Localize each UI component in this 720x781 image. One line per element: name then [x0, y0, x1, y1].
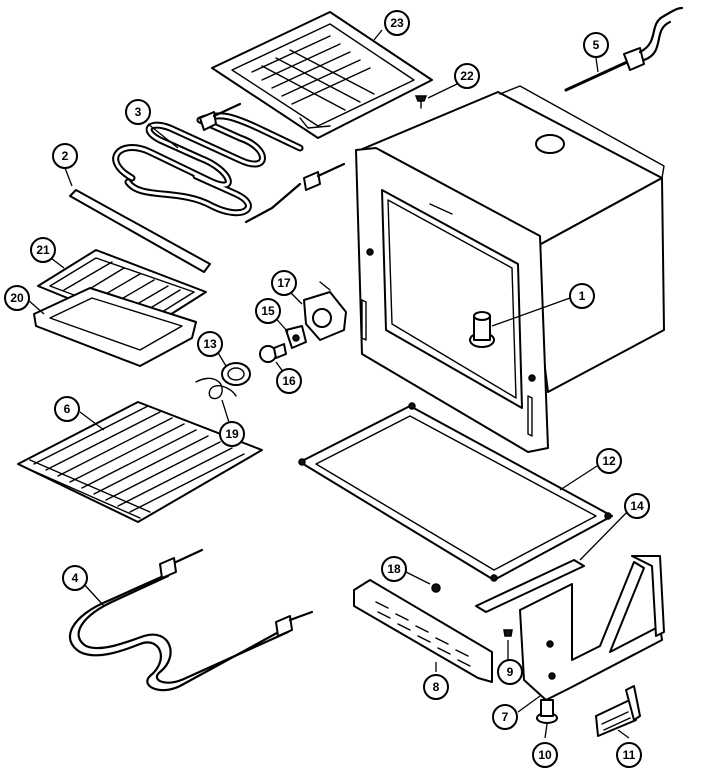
rail-14: [475, 559, 585, 613]
bake-element-4: [69, 548, 314, 692]
callout-10: 10: [532, 742, 558, 768]
callout-18: 18: [381, 556, 407, 582]
callout-label: 6: [64, 402, 71, 416]
callout-15: 15: [255, 298, 281, 324]
callout-1: 1: [569, 283, 595, 309]
callout-11: 11: [616, 742, 642, 768]
screw-18: [431, 583, 441, 593]
callout-13: 13: [197, 331, 223, 357]
callout-21: 21: [30, 237, 56, 263]
leader-lines: [27, 29, 632, 739]
anti-tip-bracket-11: [595, 685, 641, 737]
callout-label: 12: [602, 454, 616, 468]
callout-label: 22: [460, 69, 474, 83]
callout-label: 2: [62, 149, 69, 163]
callout-label: 16: [282, 374, 296, 388]
callout-16: 16: [276, 368, 302, 394]
oven-sensor-5: [564, 6, 684, 92]
wire-clip-19: [195, 377, 237, 400]
callout-label: 9: [507, 665, 514, 679]
callout-4: 4: [62, 565, 88, 591]
callout-3: 3: [125, 99, 151, 125]
broil-element-3: [112, 102, 346, 224]
light-bulb-16: [259, 343, 287, 363]
callout-14: 14: [624, 493, 650, 519]
callout-label: 5: [593, 38, 600, 52]
broil-pan-20: [33, 287, 197, 367]
callout-8: 8: [423, 674, 449, 700]
callout-12: 12: [596, 448, 622, 474]
light-socket-15: [285, 325, 307, 349]
callout-label: 4: [72, 571, 79, 585]
callout-20: 20: [4, 285, 30, 311]
callout-7: 7: [492, 704, 518, 730]
callout-label: 1: [579, 289, 586, 303]
callout-label: 15: [261, 304, 275, 318]
callout-22: 22: [454, 63, 480, 89]
bracket-2: [69, 189, 211, 273]
baffle-plate-23: [211, 11, 433, 139]
callout-label: 10: [538, 748, 552, 762]
callout-6: 6: [54, 396, 80, 422]
leveling-leg-10: [536, 699, 558, 724]
oven-cavity-1: [355, 85, 665, 453]
bottom-pan-12: [298, 402, 613, 582]
callout-label: 13: [203, 337, 217, 351]
callout-17: 17: [271, 270, 297, 296]
callout-label: 3: [135, 105, 142, 119]
callout-5: 5: [583, 32, 609, 58]
light-lens-13: [221, 362, 251, 386]
callout-23: 23: [384, 10, 410, 36]
callout-19: 19: [219, 421, 245, 447]
oven-rack-6: [17, 401, 263, 523]
callout-label: 21: [36, 243, 50, 257]
callout-label: 23: [390, 16, 404, 30]
callout-label: 14: [630, 499, 644, 513]
callout-label: 18: [387, 562, 401, 576]
callout-label: 11: [623, 748, 636, 762]
callout-label: 17: [277, 276, 291, 290]
callout-9: 9: [497, 659, 523, 685]
screw-9: [503, 629, 513, 637]
callout-2: 2: [52, 143, 78, 169]
callout-label: 20: [10, 291, 24, 305]
screw-22: [414, 95, 428, 109]
light-housing-17: [303, 281, 347, 341]
vent-bracket-8: [353, 579, 493, 683]
callout-label: 8: [433, 680, 440, 694]
callout-label: 19: [225, 427, 239, 441]
callout-label: 7: [502, 710, 509, 724]
